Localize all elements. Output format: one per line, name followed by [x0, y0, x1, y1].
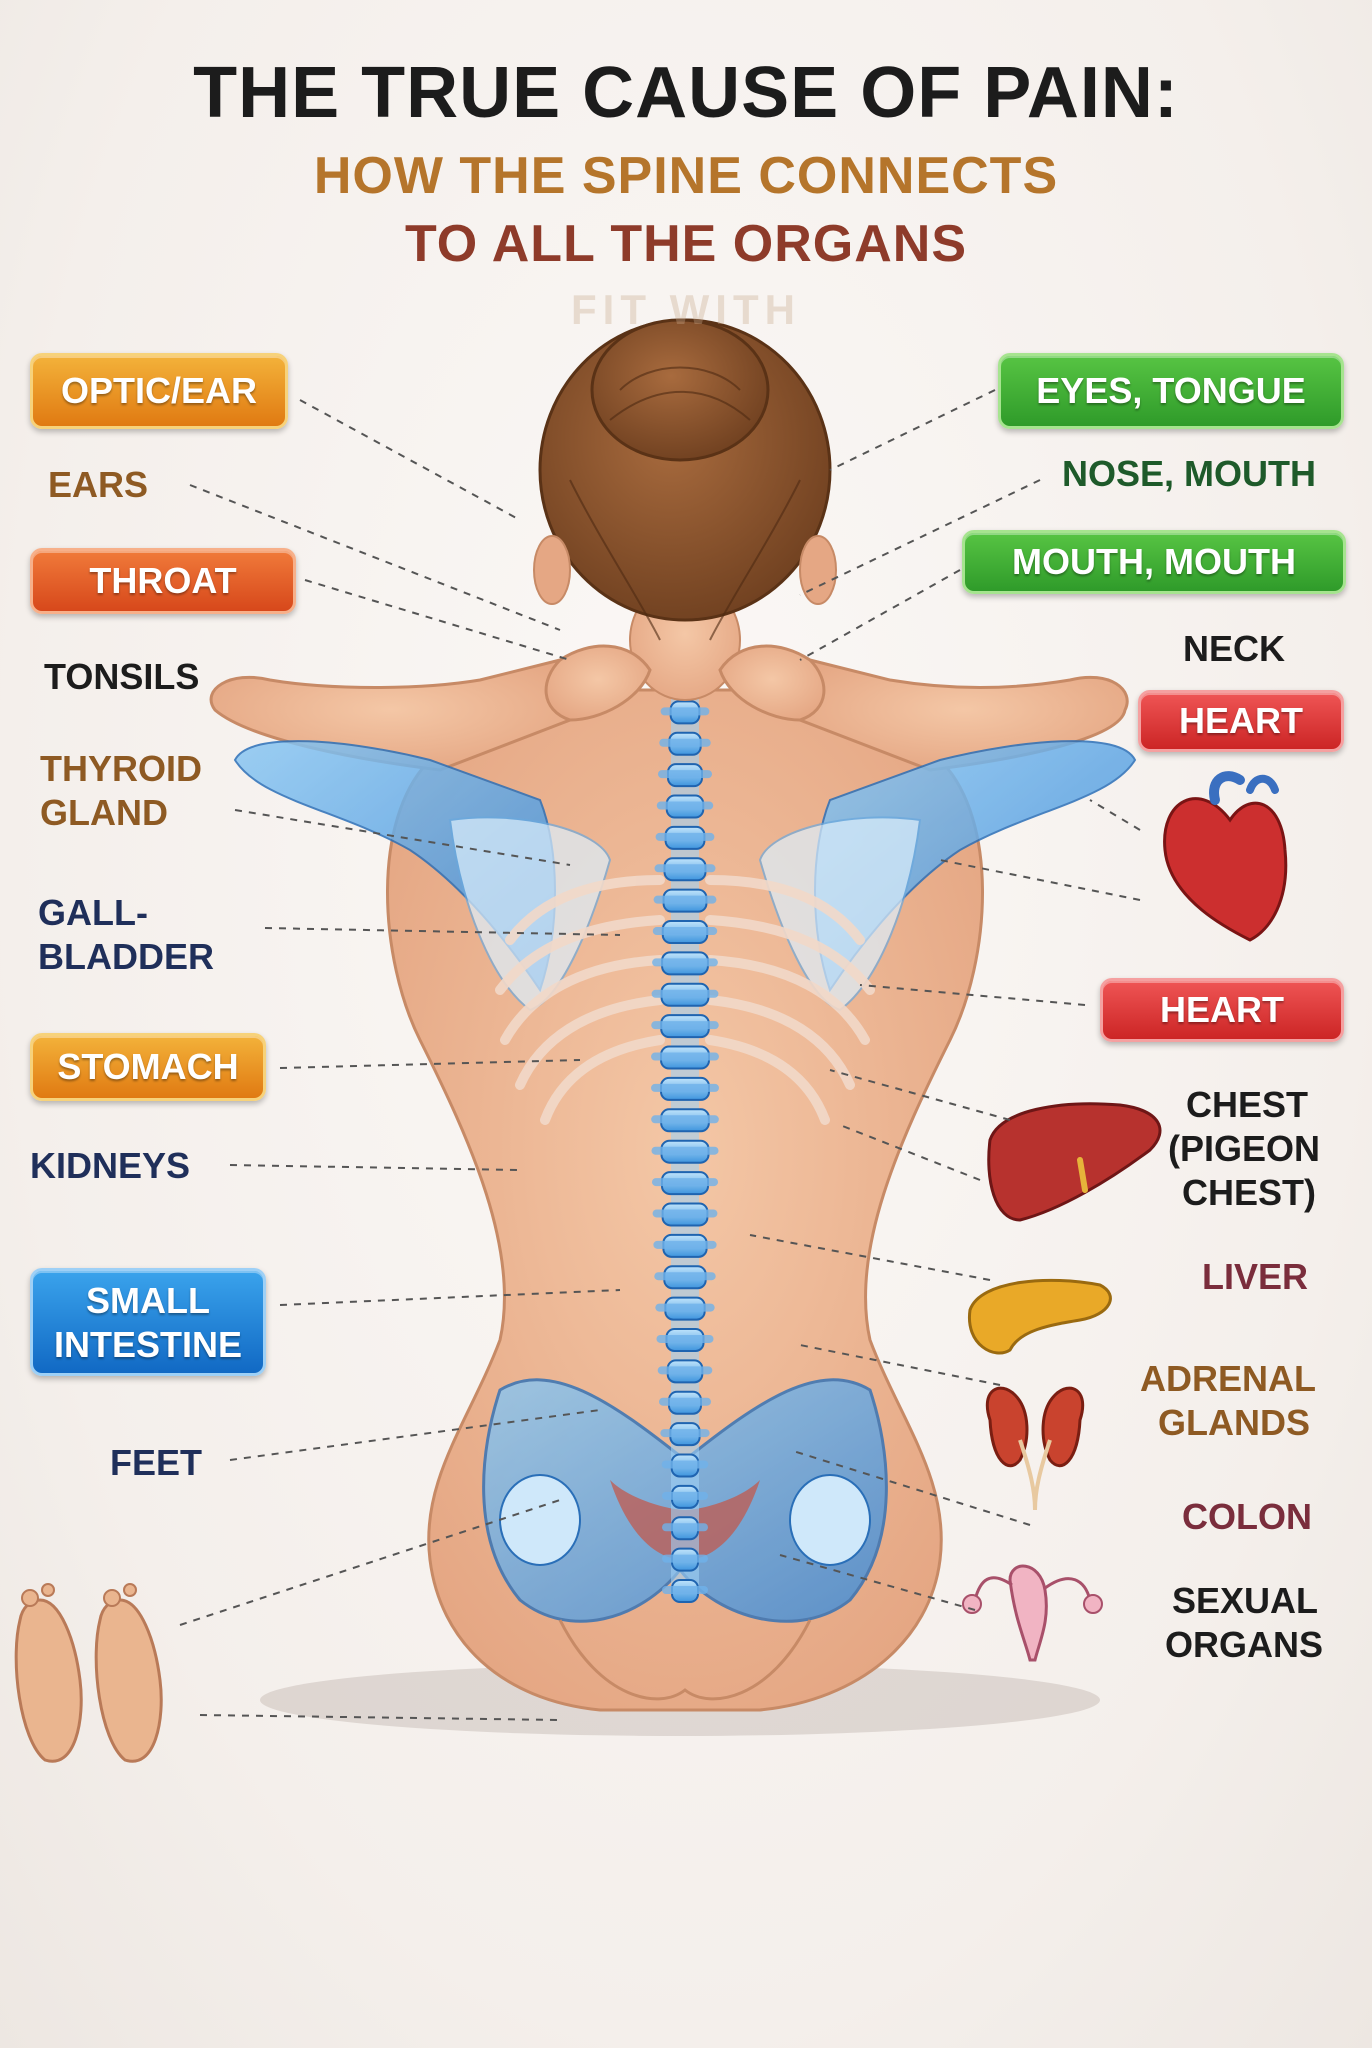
badge-stomach: STOMACH	[30, 1033, 266, 1101]
vertebra-process	[651, 1146, 719, 1155]
page-subtitle-line1: HOW THE SPINE CONNECTS	[313, 147, 1059, 205]
vertebra-process	[652, 1209, 718, 1218]
left-hip-socket	[499, 1474, 581, 1566]
label-liver: LIVER	[1202, 1256, 1309, 1297]
vertebra-process	[655, 832, 715, 841]
kidneys-illustration	[985, 1386, 1085, 1511]
buttocks	[558, 1619, 812, 1701]
vertebra-process	[651, 989, 719, 998]
label-sexual-line2: ORGANS	[1165, 1624, 1324, 1665]
vertebra-process	[659, 738, 711, 747]
vertebra-process	[651, 1115, 719, 1124]
label-tonsils: TONSILS	[44, 656, 200, 697]
liver-illustration	[987, 1102, 1162, 1222]
vertebra-process	[651, 1052, 719, 1061]
label-sexual-line1: SEXUAL	[1172, 1580, 1319, 1621]
label-nose-mouth: NOSE, MOUTH	[1062, 453, 1317, 494]
badge-throat: THROAT	[30, 548, 296, 614]
vertebra-process	[657, 1366, 713, 1375]
vertebra-process	[660, 1429, 710, 1438]
label-gallbladder-line1: GALL-	[38, 892, 148, 933]
vertebra-process	[652, 958, 718, 967]
ribs	[495, 875, 875, 1125]
badge-small-intestine: SMALL INTESTINE	[30, 1268, 266, 1376]
badge-optic-ear: OPTIC/EAR	[30, 353, 288, 429]
vertebra-process	[662, 1523, 708, 1532]
vertebra-process	[658, 1397, 712, 1406]
badge-small-intestine-line1: SMALL	[86, 1280, 210, 1321]
heart-illustration	[1163, 771, 1288, 942]
vertebra-process	[654, 1272, 716, 1281]
badge-heart-middle: HEART	[1100, 978, 1344, 1042]
vertebra-process	[651, 1021, 719, 1030]
label-adrenal-line1: ADRENAL	[1140, 1358, 1316, 1399]
feet-illustration	[14, 1583, 163, 1763]
label-adrenal-line2: GLANDS	[1158, 1402, 1310, 1443]
vertebra-process	[661, 1460, 709, 1469]
vertebrae	[651, 669, 719, 1603]
badge-heart-top: HEART	[1138, 690, 1344, 752]
label-neck: NECK	[1183, 628, 1286, 669]
vertebra-process	[660, 707, 710, 716]
badge-eyes-tongue: EYES, TONGUE	[998, 353, 1344, 429]
vertebra-process	[662, 1554, 708, 1563]
label-colon: COLON	[1182, 1496, 1312, 1537]
watermark: FIT WITH	[571, 286, 801, 333]
pancreas-illustration	[968, 1278, 1112, 1355]
label-kidneys: KIDNEYS	[30, 1145, 191, 1186]
vertebra-process	[652, 927, 718, 936]
vertebra-process	[651, 1083, 719, 1092]
badge-mouth-mouth: MOUTH, MOUTH	[962, 530, 1346, 594]
right-hip-socket	[789, 1474, 871, 1566]
label-ears: EARS	[48, 464, 149, 505]
label-chest-line2: (PIGEON	[1168, 1128, 1321, 1169]
vertebra-process	[656, 801, 714, 810]
vertebra-process	[653, 1240, 717, 1249]
left-ear	[533, 535, 571, 605]
vertebra-process	[651, 1178, 719, 1187]
vertebra-process	[657, 770, 713, 779]
label-thyroid-line1: THYROID	[40, 748, 202, 789]
vertebra-process	[656, 1334, 714, 1343]
hair-bun	[590, 318, 770, 462]
connector-lines	[179, 389, 1141, 1721]
page-title: THE TRUE CAUSE OF PAIN:	[193, 53, 1179, 133]
label-feet: FEET	[110, 1442, 203, 1483]
vertebra-process	[653, 895, 717, 904]
vertebra-process	[662, 1491, 708, 1500]
label-chest-line1: CHEST	[1186, 1084, 1309, 1125]
vertebra-process	[662, 1586, 708, 1594]
page-subtitle-line2: TO ALL THE ORGANS	[404, 215, 968, 273]
right-ear	[799, 535, 837, 605]
left-hand	[544, 644, 652, 722]
vertebra-process	[655, 1303, 715, 1312]
label-chest-line3: CHEST)	[1182, 1172, 1316, 1213]
uterus-illustration	[962, 1564, 1103, 1662]
hair-strands	[569, 366, 801, 641]
badge-small-intestine-line2: INTESTINE	[53, 1324, 242, 1365]
vertebra-process	[654, 864, 716, 873]
label-thyroid-line2: GLAND	[40, 792, 168, 833]
label-gallbladder-line2: BLADDER	[38, 936, 214, 977]
right-hand	[718, 644, 826, 722]
